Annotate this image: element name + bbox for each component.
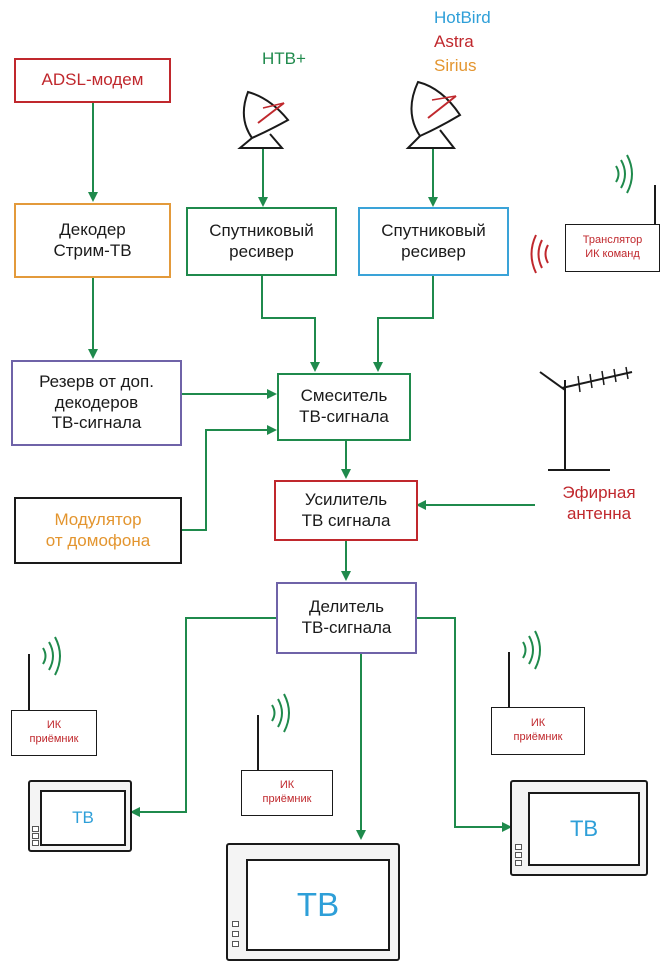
tv-right-label: ТВ [569,816,599,841]
tv-center: ТВ [226,843,400,961]
reserve-decoders-box: Резерв от доп. декодеров ТВ-сигнала [11,360,182,446]
antenna-label-line-2: антенна [566,504,632,524]
terrestrial-antenna-label: Эфирная антенна [540,482,658,525]
adsl-modem-box: ADSL-модем [14,58,171,103]
satellite-receiver-1-box: Спутниковый ресивер [186,207,337,276]
ir-receiver-right-line-1: ИК [530,717,546,730]
modulator-line-2: от домофона [45,530,151,550]
arrow-receiver2-to-mixer [373,276,434,372]
modulator-line-1: Модулятор [54,509,142,529]
antenna-label-line-1: Эфирная [562,483,636,502]
tv-left-button-icon [32,826,39,832]
reserve-line-1: Резерв от доп. [39,371,154,391]
satellite-label-hotbird: HotBird [434,8,491,27]
tv-right-screen: ТВ [528,792,640,866]
tv-right-button-icon [515,860,522,866]
mixer-box: Смеситель ТВ-сигнала [277,373,411,441]
tv-right: ТВ [510,780,648,876]
tv-right-button-icon [515,844,522,850]
ir-receiver-center-line-2: приёмник [262,793,312,805]
tv-center-button-icon [232,921,239,927]
ir-receiver-right-box: ИК приёмник [491,707,585,755]
satellite-dish-ntv-icon [237,90,290,149]
splitter-line-2: ТВ-сигнала [301,618,392,637]
ir-translator-antenna-icon [530,154,656,274]
connection-lines [88,103,535,840]
tv-left-label: ТВ [72,808,94,827]
tv-center-button-icon [232,941,239,947]
decoder-box: Декодер Стрим-ТВ [14,203,171,278]
arrow-splitter-to-tv-right [417,617,512,832]
adsl-modem-label: ADSL-модем [41,70,144,90]
arrow-receiver1-to-mixer [261,276,320,372]
tv-left-button-icon [32,840,39,846]
tv-left-button-icon [32,833,39,839]
ir-receiver-antenna-center-icon [257,693,290,770]
receiver-2-line-2: ресивер [401,241,466,261]
ir-translator-line-1: Транслятор [582,234,643,247]
splitter-line-1: Делитель [308,597,385,617]
arrow-splitter-to-tv-left [130,617,276,817]
ir-receiver-antenna-right-icon [508,630,541,707]
receiver-2-line-1: Спутниковый [381,220,486,240]
ir-receiver-center-line-1: ИК [279,779,295,792]
satellite-label-astra: Astra [434,32,474,51]
tv-left: ТВ [28,780,132,852]
tv-left-screen: ТВ [40,790,126,846]
arrow-modulator-to-mixer [182,425,277,531]
ir-receiver-left-box: ИК приёмник [11,710,97,756]
ir-receiver-left-line-1: ИК [46,719,62,732]
satellite-dish-multi-icon [405,80,462,149]
ir-receiver-right-line-2: приёмник [513,731,563,743]
receiver-1-line-2: ресивер [229,241,294,261]
ir-translator-box: Транслятор ИК команд [565,224,660,272]
satellite-label-ntv: НТВ+ [262,49,306,68]
splitter-box: Делитель ТВ-сигнала [276,582,417,654]
decoder-line-1: Декодер [59,219,126,239]
satellite-receiver-2-box: Спутниковый ресивер [358,207,509,276]
tv-right-button-icon [515,852,522,858]
mixer-line-2: ТВ-сигнала [299,407,389,426]
ir-receiver-center-box: ИК приёмник [241,770,333,816]
intercom-modulator-box: Модулятор от домофона [14,497,182,564]
tv-center-label: ТВ [296,886,340,923]
ir-receiver-left-line-2: приёмник [29,733,79,745]
tv-center-screen: ТВ [246,859,390,951]
receiver-1-line-1: Спутниковый [209,220,314,240]
ir-translator-line-2: ИК команд [585,248,640,260]
amplifier-line-1: Усилитель [304,489,388,509]
reserve-line-2: декодеров [54,392,139,412]
tv-center-button-icon [232,931,239,937]
satellite-label-sirius: Sirius [434,56,477,75]
mixer-line-1: Смеситель [300,386,388,406]
ir-receiver-antenna-left-icon [28,636,61,710]
amplifier-line-2: ТВ сигнала [301,510,391,530]
amplifier-box: Усилитель ТВ сигнала [274,480,418,541]
reserve-line-3: ТВ-сигнала [51,413,142,433]
terrestrial-antenna-icon [539,366,633,471]
decoder-line-2: Стрим-ТВ [53,240,132,260]
